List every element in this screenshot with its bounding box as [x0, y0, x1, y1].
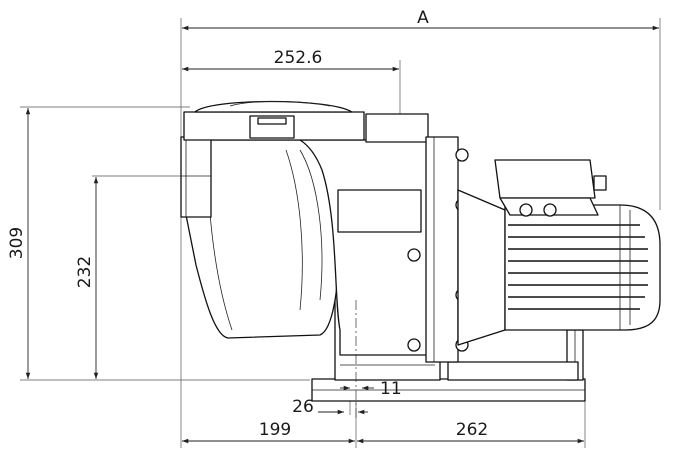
flange [425, 136, 459, 363]
label-11: 11 [380, 379, 402, 399]
label-199: 199 [259, 420, 291, 440]
label-262: 262 [456, 420, 488, 440]
dimension-199: 199 [182, 420, 355, 444]
label-232: 232 [75, 256, 95, 288]
label-309: 309 [7, 227, 27, 259]
dimension-262: 262 [357, 420, 584, 444]
cooling-fins [508, 224, 648, 310]
dimension-309: 309 [7, 108, 31, 379]
outlet-pipe [365, 113, 429, 143]
terminal-box [494, 159, 596, 199]
label-252-6: 252.6 [274, 48, 323, 68]
pump-illustration [180, 100, 661, 420]
label-plate [337, 189, 422, 233]
dimension-26: 26 [292, 397, 368, 417]
extension-lines [20, 18, 661, 448]
dimension-A: A [182, 8, 659, 31]
label-26: 26 [292, 397, 314, 417]
dimension-252-6: 252.6 [182, 48, 399, 72]
dimension-232: 232 [75, 177, 99, 379]
label-A: A [417, 8, 429, 28]
inlet-pipe [180, 136, 212, 218]
dimension-11: 11 [340, 379, 402, 399]
motor-body [504, 204, 661, 331]
